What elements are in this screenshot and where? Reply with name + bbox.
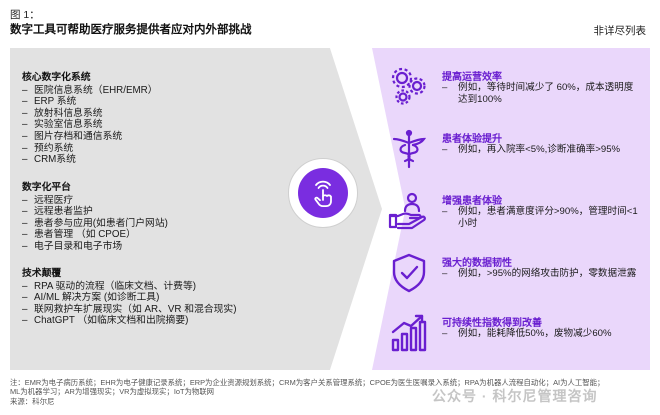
benefit-desc: –例如，患者满意度评分>90%，管理时间<1小时 [442,206,642,230]
benefit-data-resilience: 强大的数据韧性 –例如，>95%的网络攻击防护，零数据泄露 [388,250,646,306]
section-title: 核心数字化系统 [22,72,91,83]
list-item-text: 图片存档和通信系统 [34,130,123,142]
list-item: –ERP 系统 [22,96,158,108]
digital-platform-section: 数字化平台 –远程医疗 –远程患者监护 –患者参与应用(如患者门户网站) –患者… [22,182,168,253]
list-item-text: ERP 系统 [34,96,77,108]
list-item-text: 联网救护车扩展现实（如 AR、VR 和混合现实) [34,303,237,315]
benefit-enhanced-patient-experience: 增强患者体验 –例如，患者满意度评分>90%，管理时间<1小时 [388,188,646,244]
list-item: –患者参与应用(如患者门户网站) [22,218,168,230]
shield-check-icon [392,253,426,293]
list-item: –CRM系统 [22,154,158,166]
source-line: 来源：科尔尼 [10,396,55,406]
benefit-title: 提高运营效率 [442,72,502,83]
benefit-title: 增强患者体验 [442,196,502,207]
dash: – [22,142,28,154]
touch-hand-icon [298,168,348,218]
dash: – [22,154,28,166]
figure-title: 数字工具可帮助医疗服务提供者应对内外部挑战 [10,24,252,36]
benefit-operational-efficiency: 提高运营效率 –例如，等待时间减少了 60%，成本透明度达到100% [388,64,646,120]
list-item: –远程患者监护 [22,206,168,218]
list-item-text: AI/ML 解决方案 (如诊断工具) [34,292,160,304]
benefit-desc-text: 例如，等待时间减少了 60%，成本透明度达到100% [458,82,634,105]
list-item: –ChatGPT （如临床文档和出院摘要) [22,315,236,327]
list-item-text: 远程患者监护 [34,206,93,218]
dash: – [22,240,28,252]
list-item-text: RPA 驱动的流程（临床文档、计费等) [34,280,197,292]
dash: – [442,268,448,279]
benefit-desc: –例如，>95%的网络攻击防护，零数据泄露 [442,268,642,280]
non-exhaustive-note: 非详尽列表 [593,25,647,37]
benefit-title: 患者体验提升 [442,134,502,145]
dash: – [22,315,28,327]
dash: – [22,84,28,96]
list-item: –放射科信息系统 [22,108,158,120]
dash: – [22,194,28,206]
list-item: –联网救护车扩展现实（如 AR、VR 和混合现实) [22,304,236,316]
tech-disruption-section: 技术颠覆 –RPA 驱动的流程（临床文档、计费等) –AI/ML 解决方案 (如… [22,268,236,327]
benefit-desc: –例如，等待时间减少了 60%，成本透明度达到100% [442,82,642,106]
benefit-desc-text: 例如，患者满意度评分>90%，管理时间<1小时 [458,206,638,229]
list-item: –实验室信息系统 [22,119,158,131]
section-title: 数字化平台 [22,182,71,193]
list-item-text: 患者参与应用(如患者门户网站) [34,217,168,229]
caduceus-icon [392,129,427,169]
list-item-text: 放射科信息系统 [34,107,103,119]
list-item: –AI/ML 解决方案 (如诊断工具) [22,292,236,304]
hand-person-icon [388,192,426,230]
list-item-text: 患者管理 （如 CPOE） [34,229,136,241]
growth-chart-icon [391,314,427,352]
benefit-desc-text: 例如，再入院率<5%,诊断准确率>95% [458,144,621,155]
list-item-text: CRM系统 [34,154,76,166]
list-item: –图片存档和通信系统 [22,131,158,143]
watermark: 公众号 · 科尔尼管理咨询 [432,388,598,404]
list-item: –RPA 驱动的流程（临床文档、计费等) [22,281,236,293]
dash: – [442,206,448,217]
dash: – [442,328,448,339]
list-item: –患者管理 （如 CPOE） [22,229,168,241]
figure-label: 图 1： [10,9,40,21]
list-item-text: ChatGPT （如临床文档和出院摘要) [34,315,189,327]
benefit-title: 强大的数据韧性 [442,258,512,269]
dash: – [22,292,28,304]
list-item: –医院信息系统（EHR/EMR） [22,85,158,97]
dash: – [22,107,28,119]
benefit-sustainability: 可持续性指数得到改善 –例如，能耗降低50%，废物减少60% [388,310,646,366]
dash: – [22,303,28,315]
dash: – [22,206,28,218]
benefit-patient-experience-improvement: 患者体验提升 –例如，再入院率<5%,诊断准确率>95% [388,126,646,182]
list-item-text: 实验室信息系统 [34,119,103,131]
footnote-line: 注：EMR为电子病历系统；EHR为电子健康记录系统；ERP为企业资源规划系统；C… [10,378,605,387]
footnote: 注：EMR为电子病历系统；EHR为电子健康记录系统；ERP为企业资源规划系统；C… [10,378,650,406]
footnote-line: ML为机器学习；AR为增强现实；VR为虚拟现实；IoT为物联网 [10,387,215,397]
list-item: –远程医疗 [22,195,168,207]
dash: – [22,229,28,241]
section-title: 技术颠覆 [22,268,62,279]
gears-icon [391,67,426,105]
dash: – [22,96,28,108]
list-item: –电子目录和电子市场 [22,241,168,253]
benefit-desc-text: 例如，>95%的网络攻击防护，零数据泄露 [458,268,637,279]
dash: – [22,130,28,142]
dash: – [22,280,28,292]
list-item-text: 预约系统 [34,142,74,154]
core-systems-section: 核心数字化系统 –医院信息系统（EHR/EMR） –ERP 系统 –放射科信息系… [22,72,158,166]
dash: – [442,144,448,155]
benefit-desc: –例如，能耗降低50%，废物减少60% [442,328,642,340]
benefit-title: 可持续性指数得到改善 [442,318,542,329]
list-item: –预约系统 [22,143,158,155]
list-item-text: 电子目录和电子市场 [34,240,123,252]
center-badge [288,158,358,228]
benefit-desc-text: 例如，能耗降低50%，废物减少60% [458,328,612,339]
benefit-desc: –例如，再入院率<5%,诊断准确率>95% [442,144,642,156]
list-item-text: 医院信息系统（EHR/EMR） [34,84,158,96]
dash: – [22,119,28,131]
list-item-text: 远程医疗 [34,194,74,206]
dash: – [22,217,28,229]
dash: – [442,82,448,93]
